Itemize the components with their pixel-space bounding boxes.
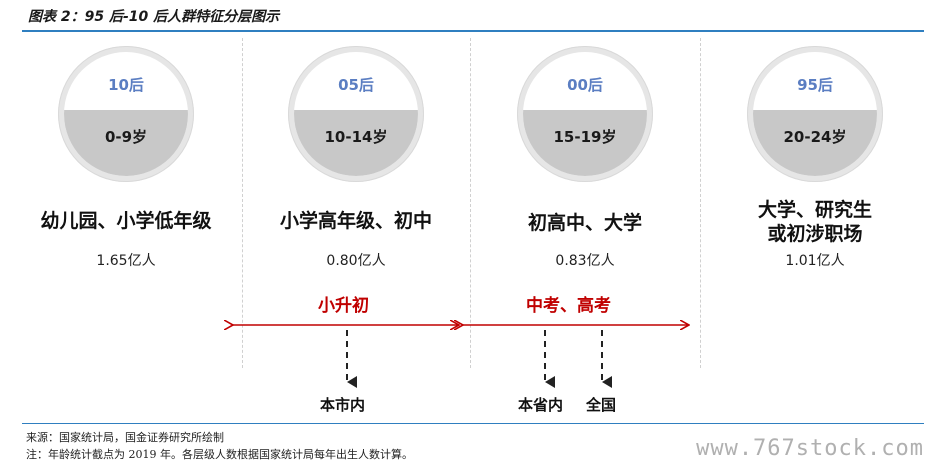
footnote: 注：年龄统计截点为 2019 年。各层级人数根据国家统计局每年出生人数计算。: [26, 448, 413, 461]
education-stage: 大学、研究生 或初涉职场: [700, 198, 930, 246]
top-rule: [22, 30, 924, 32]
transition-label-xsc: 小升初: [318, 296, 369, 316]
generation-circle: 00后 15-19岁: [517, 46, 653, 182]
generation-label: 95后: [797, 76, 833, 94]
age-range: 20-24岁: [783, 128, 847, 146]
age-range: 15-19岁: [553, 128, 617, 146]
watermark: www.767stock.com: [696, 436, 924, 461]
education-stage: 初高中、大学: [527, 212, 642, 234]
education-stage-line: 大学、研究生: [757, 199, 872, 221]
column-divider: [242, 38, 243, 368]
generation-circle: 95后 20-24岁: [747, 46, 883, 182]
source-note: 来源：国家统计局，国金证券研究所绘制: [26, 431, 224, 444]
generation-circle: 10后 0-9岁: [58, 46, 194, 182]
generation-circle: 05后 10-14岁: [288, 46, 424, 182]
destination-province: 本省内: [518, 396, 564, 414]
column-divider: [700, 38, 701, 368]
figure-title: 图表 2：95 后-10 后人群特征分层图示: [28, 9, 280, 25]
generation-label: 00后: [567, 76, 603, 94]
column-divider: [470, 38, 471, 368]
population: 1.65亿人: [96, 253, 156, 269]
education-stage: 幼儿园、小学低年级: [40, 210, 212, 232]
transition-label-exams: 中考、高考: [526, 296, 611, 316]
generation-label: 05后: [338, 76, 374, 94]
destination-national: 全国: [586, 396, 617, 414]
education-stage-line: 或初涉职场: [767, 223, 863, 245]
education-stage: 小学高年级、初中: [279, 210, 432, 232]
bottom-rule: [22, 423, 924, 424]
generation-label: 10后: [108, 76, 144, 94]
population: 0.83亿人: [555, 253, 615, 269]
population: 0.80亿人: [326, 253, 386, 269]
age-range: 0-9岁: [104, 128, 148, 146]
population: 1.01亿人: [785, 253, 845, 269]
age-range: 10-14岁: [324, 128, 388, 146]
destination-city: 本市内: [320, 396, 366, 414]
